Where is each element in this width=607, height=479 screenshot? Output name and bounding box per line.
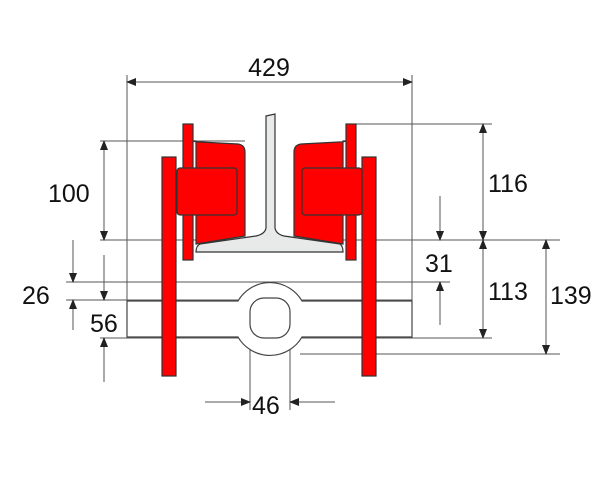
left-side-plate <box>161 156 177 377</box>
dim-46: 46 <box>252 392 280 420</box>
dim-139: 139 <box>550 282 592 310</box>
rail <box>195 113 344 253</box>
dim-100: 100 <box>48 180 90 208</box>
dim-56: 56 <box>90 310 118 338</box>
right-wheel <box>293 123 363 261</box>
dim-width: 429 <box>248 54 290 82</box>
dimension-lines <box>69 78 550 406</box>
dim-31: 31 <box>425 250 453 278</box>
left-wheel <box>176 123 246 261</box>
pin <box>249 297 291 339</box>
right-side-plate <box>361 156 377 377</box>
dim-116: 116 <box>488 170 528 198</box>
dim-113: 113 <box>488 278 528 306</box>
dim-26: 26 <box>22 282 50 310</box>
